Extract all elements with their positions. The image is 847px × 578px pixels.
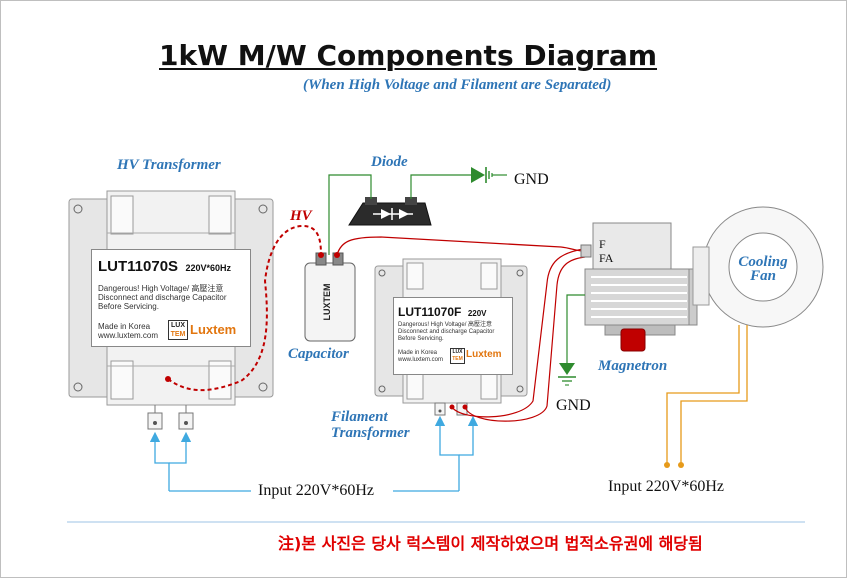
capacitor-brand: LUXTEM [322,284,332,321]
page-subtitle: (When High Voltage and Filament are Sepa… [303,77,612,93]
magnetron-fa-label: FA [599,251,614,265]
filament-transformer-label-2: Transformer [331,425,410,441]
filament-wire-2 [464,256,586,422]
hv-logo: Luxtem [190,322,237,337]
hv-input-arrow-2 [169,431,192,464]
fil-url: www.luxtem.com [398,357,444,363]
fil-rating: 220V [467,309,487,318]
fil-model: LUT11070F [398,305,462,319]
fil-logo: Luxtem [466,349,502,360]
hv-warning-1: Dangerous! High Voltage/ 高壓注意 [98,284,224,293]
diode-gnd-wire [410,174,471,199]
fil-input-arrow-1 [434,415,460,491]
hv-model: LUT11070S [98,258,179,275]
hv-made-in: Made in Korea [98,322,151,331]
fil-warning-2: Disconnect and discharge Capacitor [398,329,495,335]
cooling-fan-label-1: Cooling [738,254,788,270]
fil-logo-box: LUX TEM [450,348,465,364]
diode-label: Diode [371,154,408,170]
capacitor-magnetron-wire [336,236,584,256]
gnd-diode-symbol [471,167,485,183]
hv-warning-2: Disconnect and discharge Capacitor [98,293,227,302]
input-right-label: Input 220V*60Hz [608,478,724,495]
cooling-fan-component [692,206,824,328]
fan-wire-2 [680,325,748,463]
cooling-fan-label-2: Fan [750,268,776,284]
capacitor: LUXTEM [304,252,356,342]
capacitor-label: Capacitor [288,346,349,362]
filament-wire-1 [451,248,584,418]
magnetron-label: Magnetron [598,358,668,374]
magnetron-component [584,222,698,352]
hv-label: HV [290,208,312,224]
fil-made-in: Made in Korea [398,350,438,356]
hv-input-arrow-1 [149,431,170,491]
capacitor-diode-wire [328,174,372,255]
hv-warning-3: Before Servicing. [98,302,159,311]
footer-notice: 注)본 사진은 당사 럭스템이 제작하였으며 법적소유권에 해당됨 [278,534,703,553]
hv-rating: 220V*60Hz [185,263,232,273]
magnetron-gnd-wire [566,294,585,363]
fil-warning-1: Dangerous! High Voltage/ 高壓注意 [398,322,493,328]
filament-transformer-label-1: Filament [331,409,388,425]
cooling-fan-label: Cooling Fan [731,254,795,284]
gnd-bottom-label: GND [556,397,591,414]
hv-transformer-nameplate: LUT11070S 220V*60Hz Dangerous! High Volt… [91,249,251,347]
page-title: 1kW M/W Components Diagram [159,39,658,72]
gnd-top-label: GND [514,171,549,188]
filament-transformer-nameplate: LUT11070F 220V Dangerous! High Voltage/ … [393,297,513,375]
fil-input-arrow-2 [459,415,479,456]
magnetron-f-label: F [599,237,606,251]
hv-transformer-label: HV Transformer [117,157,221,173]
magnetron-terminals: F FA [599,237,613,265]
hv-logo-box: LUX TEM [168,320,188,340]
input-left-label: Input 220V*60Hz [258,482,374,499]
fil-warning-3: Before Servicing. [398,336,444,342]
fan-wire-1 [666,325,740,463]
magnetron-gnd-symbol [559,363,575,375]
diode-component [348,197,432,226]
hv-url: www.luxtem.com [98,331,159,340]
hv-wire [167,224,322,392]
